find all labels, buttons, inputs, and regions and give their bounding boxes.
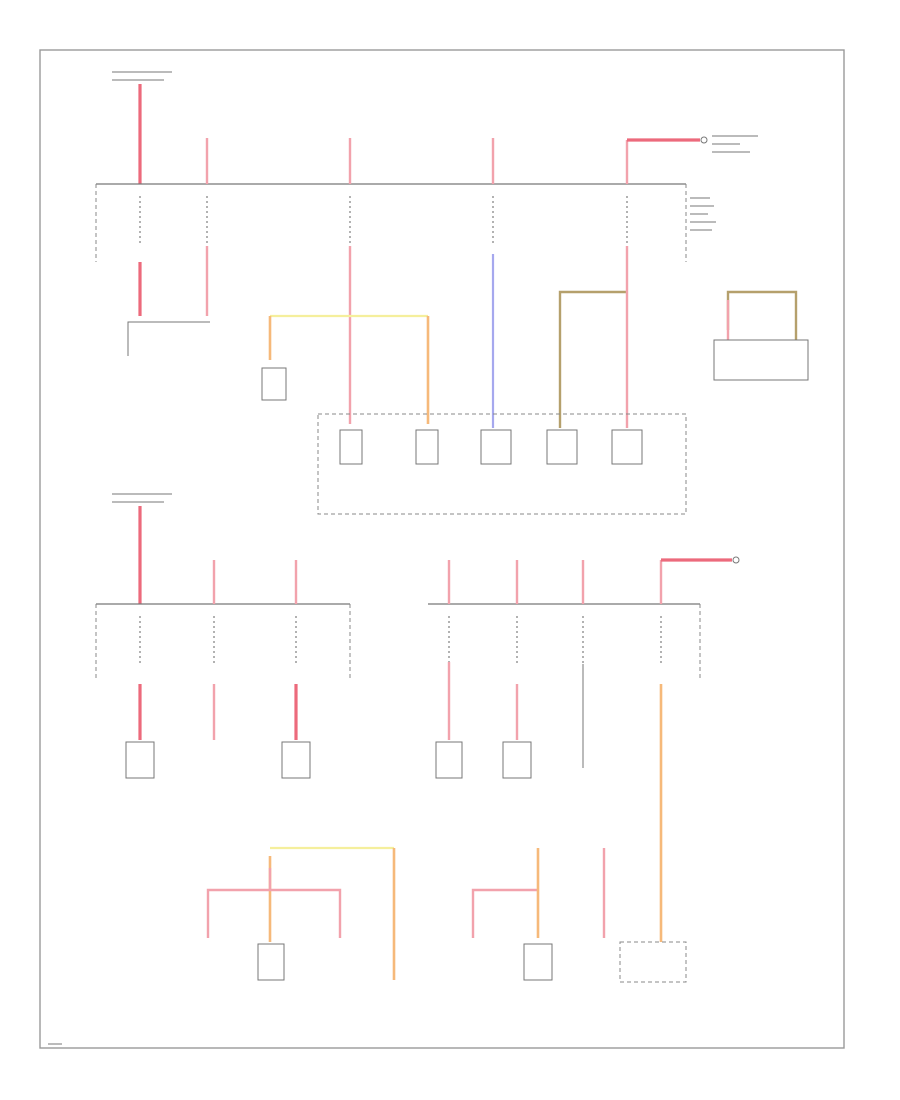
bottom-section <box>206 846 687 983</box>
middle-fuse-row <box>139 616 662 664</box>
bottom-component-row <box>257 941 687 983</box>
top-module-bracket <box>127 321 210 356</box>
top-relay-box <box>261 367 287 401</box>
top-connector-row <box>339 429 643 465</box>
bottom-center-red-tree <box>471 888 538 938</box>
top-right-connector <box>700 136 708 144</box>
middle-right-connector <box>732 556 740 564</box>
top-fuse-box-label <box>690 197 716 231</box>
top-connector-panel <box>317 413 687 515</box>
middle-supply-label <box>112 493 172 503</box>
top-right-module <box>713 339 809 381</box>
diagram-frame <box>39 49 845 1049</box>
top-right-loop-tan <box>726 290 798 340</box>
top-tan-wire <box>558 290 627 428</box>
top-right-supply-label <box>712 135 758 153</box>
middle-fuse-section <box>95 493 740 942</box>
middle-component-row <box>125 741 532 779</box>
bottom-left-red-tree <box>206 888 342 938</box>
top-fuse-row <box>139 196 628 244</box>
top-fuse-section <box>95 71 809 515</box>
top-supply-label <box>112 71 172 81</box>
